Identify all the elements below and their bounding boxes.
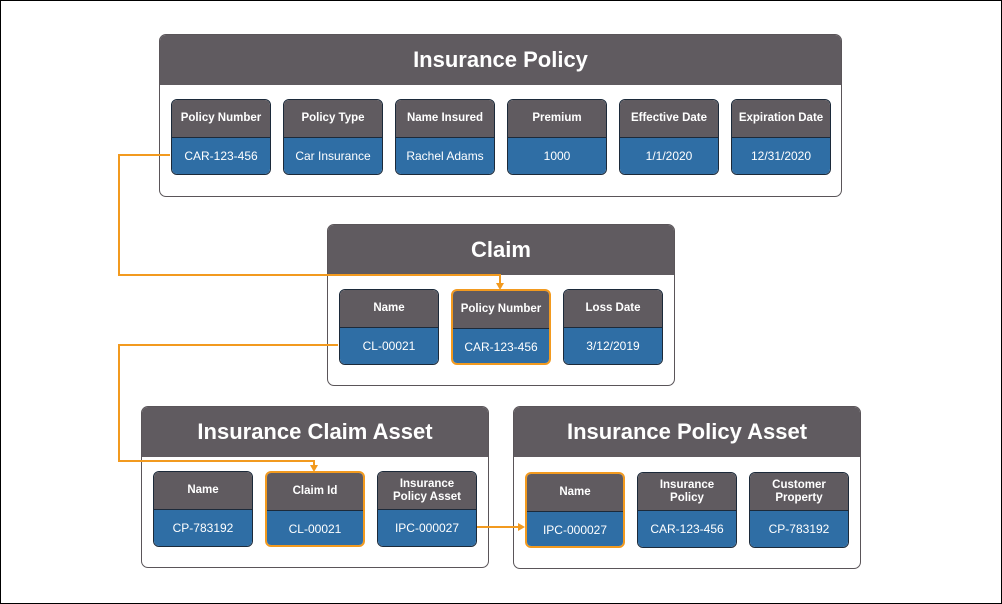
field-value: CAR-123-456 [638,510,736,547]
entity-title: Insurance Policy Asset [514,407,860,457]
field-label: Policy Type [284,100,382,137]
field-value: CP-783192 [750,510,848,547]
field-label: Premium [508,100,606,137]
field-value: CAR-123-456 [172,137,270,174]
field-label: Policy Number [172,100,270,137]
field-claim-policy-number: Policy Number CAR-123-456 [451,289,551,365]
field-value: 3/12/2019 [564,327,662,364]
field-value: CAR-123-456 [453,328,549,363]
entity-insurance-claim-asset: Insurance Claim Asset Name CP-783192 Cla… [141,406,489,568]
field-insurance-policy-ref: Insurance Policy CAR-123-456 [637,472,737,548]
field-label: Customer Property [750,473,848,510]
entity-title: Insurance Claim Asset [142,407,488,457]
field-insurance-policy-asset-ref: Insurance Policy Asset IPC-000027 [377,471,477,547]
field-label: Expiration Date [732,100,830,137]
field-customer-property: Customer Property CP-783192 [749,472,849,548]
field-value: IPC-000027 [527,511,623,546]
field-claim-id: Claim Id CL-00021 [265,471,365,547]
field-value: CL-00021 [267,510,363,545]
field-label: Name [527,474,623,511]
field-premium: Premium 1000 [507,99,607,175]
entity-insurance-policy-asset: Insurance Policy Asset Name IPC-000027 I… [513,406,861,569]
field-label: Loss Date [564,290,662,327]
field-name-insured: Name Insured Rachel Adams [395,99,495,175]
field-label: Policy Number [453,291,549,328]
field-value: CP-783192 [154,509,252,546]
field-effective-date: Effective Date 1/1/2020 [619,99,719,175]
field-value: 12/31/2020 [732,137,830,174]
field-label: Effective Date [620,100,718,137]
field-claim-asset-name: Name CP-783192 [153,471,253,547]
field-policy-asset-name: Name IPC-000027 [525,472,625,548]
field-label: Claim Id [267,473,363,510]
field-value: Rachel Adams [396,137,494,174]
entity-title: Insurance Policy [160,35,841,85]
field-policy-number: Policy Number CAR-123-456 [171,99,271,175]
field-value: 1/1/2020 [620,137,718,174]
field-value: Car Insurance [284,137,382,174]
entity-claim: Claim Name CL-00021 Policy Number CAR-12… [327,224,675,386]
field-label: Name [154,472,252,509]
field-loss-date: Loss Date 3/12/2019 [563,289,663,365]
field-label: Name Insured [396,100,494,137]
entity-title: Claim [328,225,674,275]
field-value: IPC-000027 [378,509,476,546]
field-claim-name: Name CL-00021 [339,289,439,365]
field-label: Insurance Policy Asset [378,472,476,509]
field-expiration-date: Expiration Date 12/31/2020 [731,99,831,175]
field-value: 1000 [508,137,606,174]
field-value: CL-00021 [340,327,438,364]
field-label: Insurance Policy [638,473,736,510]
field-label: Name [340,290,438,327]
field-policy-type: Policy Type Car Insurance [283,99,383,175]
entity-insurance-policy: Insurance Policy Policy Number CAR-123-4… [159,34,842,197]
